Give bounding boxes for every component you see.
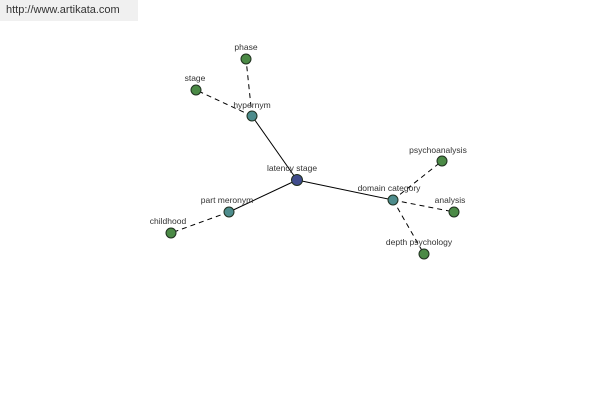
edge-domain-category-to-depth-psychology bbox=[392, 199, 425, 255]
node-psychoanalysis[interactable]: psychoanalysis bbox=[409, 145, 467, 167]
edge-domain-category-to-analysis bbox=[392, 199, 455, 213]
node-hypernym[interactable]: hypernym bbox=[233, 100, 271, 122]
edge-latency-stage-to-hypernym bbox=[251, 115, 298, 181]
node-hypernym-dot[interactable] bbox=[246, 110, 258, 122]
node-analysis[interactable]: analysis bbox=[435, 195, 466, 218]
edge-latency-stage-to-domain-category bbox=[296, 179, 394, 201]
edge-part-meronym-to-childhood bbox=[170, 211, 230, 234]
node-analysis-dot[interactable] bbox=[448, 206, 460, 218]
edge-domain-category-to-psychoanalysis bbox=[392, 160, 443, 201]
node-latency-stage-dot[interactable] bbox=[291, 174, 303, 186]
node-hypernym-label: hypernym bbox=[233, 100, 270, 110]
node-stage[interactable]: stage bbox=[185, 73, 206, 96]
node-latency-stage-label: latency stage bbox=[267, 163, 317, 173]
node-part-meronym-label: part meronym bbox=[201, 195, 253, 205]
node-latency-stage[interactable]: latency stage bbox=[267, 163, 317, 186]
node-domain-category-dot[interactable] bbox=[387, 194, 399, 206]
edge-latency-stage-to-part-meronym bbox=[228, 179, 298, 213]
source-url-link[interactable]: http://www.artikata.com bbox=[0, 0, 138, 21]
node-depth-psychology-dot[interactable] bbox=[418, 248, 430, 260]
node-psychoanalysis-dot[interactable] bbox=[436, 155, 448, 167]
node-analysis-label: analysis bbox=[435, 195, 466, 205]
node-domain-category[interactable]: domain category bbox=[358, 183, 422, 206]
edge-hypernym-to-stage bbox=[195, 89, 253, 117]
node-depth-psychology-label: depth psychology bbox=[386, 237, 453, 247]
node-part-meronym-dot[interactable] bbox=[223, 206, 235, 218]
edge-hypernym-to-phase bbox=[245, 58, 253, 117]
node-childhood-label: childhood bbox=[150, 216, 187, 226]
node-stage-label: stage bbox=[185, 73, 206, 83]
node-phase[interactable]: phase bbox=[234, 42, 258, 65]
node-psychoanalysis-label: psychoanalysis bbox=[409, 145, 467, 155]
nodes-layer: latency stage hypernym part meronym domain … bbox=[150, 42, 467, 260]
node-childhood-dot[interactable] bbox=[165, 227, 177, 239]
node-stage-dot[interactable] bbox=[190, 84, 202, 96]
edges-layer bbox=[170, 58, 455, 255]
node-phase-label: phase bbox=[234, 42, 257, 52]
node-depth-psychology[interactable]: depth psychology bbox=[386, 237, 453, 260]
node-part-meronym[interactable]: part meronym bbox=[201, 195, 253, 218]
node-phase-dot[interactable] bbox=[240, 53, 252, 65]
node-childhood[interactable]: childhood bbox=[150, 216, 187, 239]
node-domain-category-label: domain category bbox=[358, 183, 422, 193]
